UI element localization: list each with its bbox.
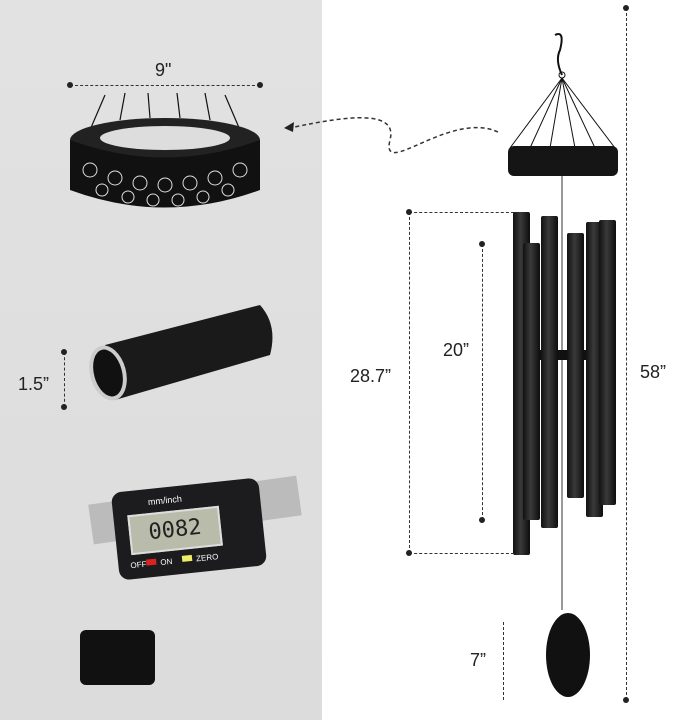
total-length-line [626, 8, 627, 700]
tube-diameter-label: 1.5” [18, 374, 50, 394]
dim-dot [623, 5, 629, 11]
zero-button[interactable] [181, 554, 193, 562]
dim-dot [479, 517, 485, 523]
ring-detail-image [70, 92, 260, 208]
caliper-body[interactable]: mm/inch 0082 OFF ON ZERO [110, 477, 268, 581]
tube-detail-image [89, 305, 273, 401]
short-tube-dimension-line [482, 244, 483, 520]
off-button[interactable] [145, 558, 157, 566]
long-tube-label: 28.7” [350, 366, 392, 386]
long-tube-dimension-line [409, 212, 410, 553]
caliper-display: 0082 [127, 505, 223, 556]
dim-dot [67, 82, 73, 88]
curved-arrow [284, 117, 499, 154]
measured-tube [80, 630, 155, 685]
dim-dot [406, 550, 412, 556]
chime-tube [541, 216, 558, 528]
total-length-label: 58” [640, 362, 667, 382]
chime-tube [523, 243, 540, 520]
long-tube-top-line [409, 212, 514, 213]
sail-dimension-line [503, 622, 504, 700]
dim-dot [61, 349, 67, 355]
ring-dimension-line [70, 85, 260, 86]
dim-dot [257, 82, 263, 88]
dim-dot [479, 241, 485, 247]
chime-tube [599, 220, 616, 505]
zero-label: ZERO [195, 552, 219, 564]
long-tube-bottom-line [409, 553, 514, 554]
short-tube-label: 20” [443, 340, 470, 360]
sail-length-label: 7” [470, 650, 487, 670]
chime-tube [567, 233, 584, 498]
off-label: OFF [130, 559, 147, 571]
dim-dot [623, 697, 629, 703]
dim-dot [61, 404, 67, 410]
ring-diameter-label: 9" [155, 60, 172, 80]
on-label: ON [159, 556, 173, 568]
dim-dot [406, 209, 412, 215]
unit-button-label[interactable]: mm/inch [147, 493, 183, 508]
tube-dimension-line [64, 352, 65, 407]
chime-tube [586, 222, 603, 517]
wind-chime-image [508, 33, 618, 697]
